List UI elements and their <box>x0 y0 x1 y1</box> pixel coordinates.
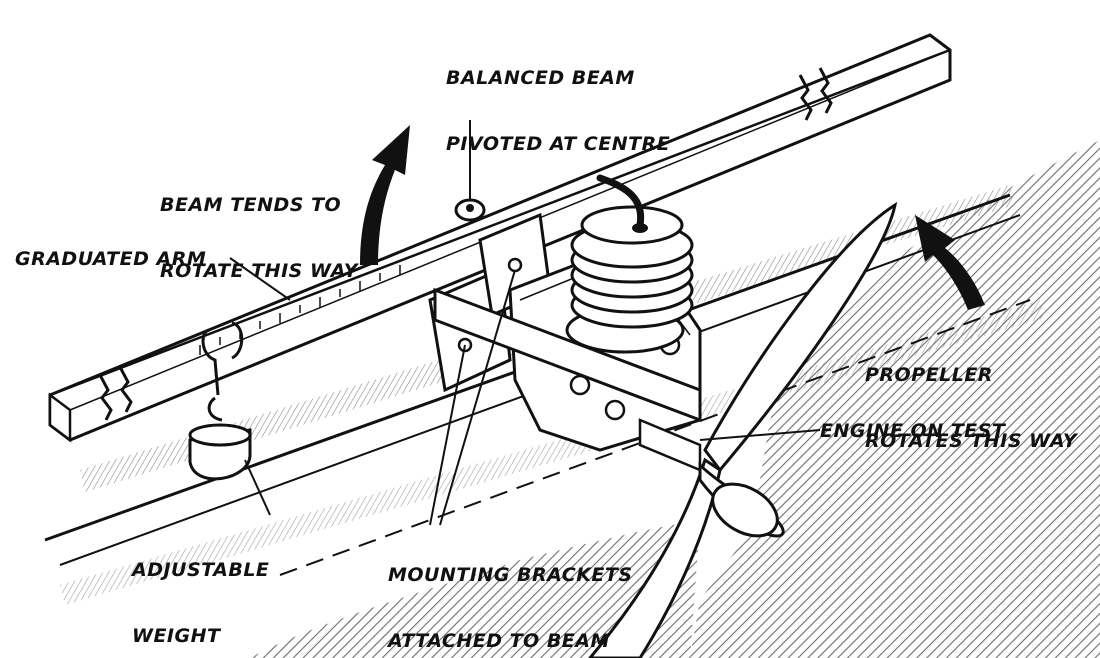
leader-mounting-bracket-2 <box>439 269 516 526</box>
label-beam-rotate-line2: ROTATE THIS WAY <box>160 260 359 282</box>
engine-mounting-beam <box>433 287 702 423</box>
label-graduated-arm: GRADUATED ARM <box>15 248 207 270</box>
leader-adjustable-weight <box>244 459 271 516</box>
leader-engine-on-test <box>699 429 821 441</box>
label-propeller-rotate: PROPELLER ROTATES THIS WAY <box>865 320 1077 474</box>
beam-rotation-arrow <box>360 125 410 265</box>
label-propeller-rotate-line2: ROTATES THIS WAY <box>865 430 1078 452</box>
label-balanced-beam-line1: BALANCED BEAM <box>446 67 635 89</box>
engine-cylinder <box>565 174 694 354</box>
label-balanced-beam-line2: PIVOTED AT CENTRE <box>446 133 671 155</box>
label-balanced-beam: BALANCED BEAM PIVOTED AT CENTRE <box>446 23 670 177</box>
label-mounting-brackets-line2: ATTACHED TO BEAM <box>388 630 610 652</box>
label-adjustable-weight-line1: ADJUSTABLE <box>132 559 270 581</box>
pivot-bearing <box>454 198 486 222</box>
ground-shadow-lower <box>250 520 700 658</box>
label-adjustable-weight: ADJUSTABLE WEIGHT <box>132 515 269 658</box>
ground-shadow-right <box>690 140 1100 658</box>
label-adjustable-weight-line2: WEIGHT <box>132 625 221 647</box>
label-beam-rotate: BEAM TENDS TO ROTATE THIS WAY <box>160 150 358 304</box>
label-beam-rotate-line1: BEAM TENDS TO <box>160 194 342 216</box>
ground-shadow-rail <box>60 300 1045 605</box>
propeller-rotation-arrow <box>915 215 985 310</box>
leader-mounting-bracket-1 <box>429 344 466 526</box>
leader-graduated-arm <box>229 257 291 301</box>
label-mounting-brackets-line1: MOUNTING BRACKETS <box>388 564 633 586</box>
label-engine-on-test: ENGINE ON TEST <box>820 420 1006 442</box>
propeller <box>588 201 898 658</box>
adjustable-weight <box>188 321 252 481</box>
label-mounting-brackets: MOUNTING BRACKETS ATTACHED TO BEAM <box>388 520 633 658</box>
label-propeller-rotate-line1: PROPELLER <box>865 364 993 386</box>
